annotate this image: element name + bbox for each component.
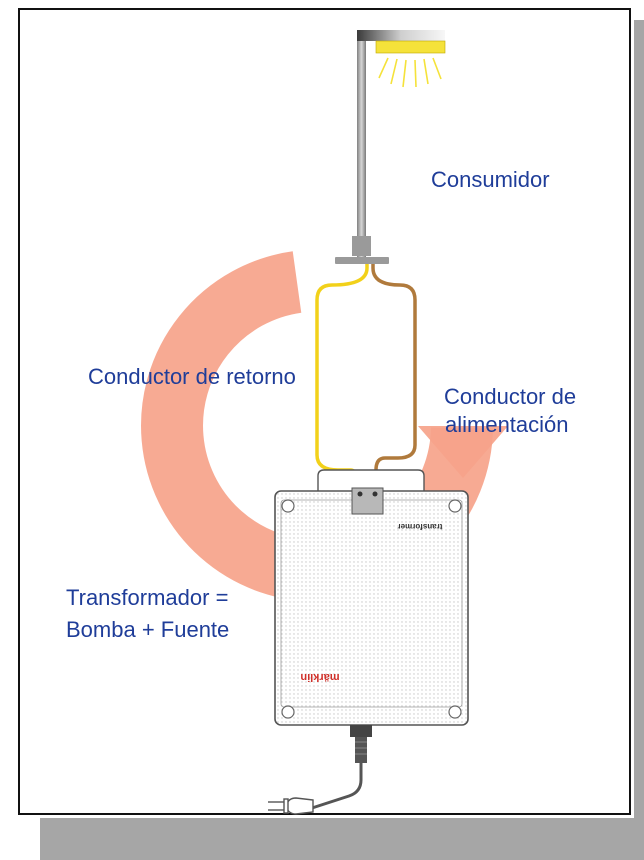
supply-conductor-label-line2: alimentación: [445, 412, 569, 437]
brand-logo: märklin: [300, 671, 339, 683]
supply-wire: [371, 262, 417, 492]
transformer-model-label: transformer: [398, 522, 443, 531]
transformer-label-line2: Bomba + Fuente: [66, 617, 230, 642]
return-conductor-label: Conductor de retorno: [88, 364, 296, 389]
frame-shadow-right: [634, 20, 644, 860]
consumer-label: Consumidor: [431, 167, 550, 192]
supply-conductor-label-line1: Conductor de: [444, 384, 577, 409]
power-cord: [311, 763, 363, 810]
frame-shadow-bottom: [40, 818, 644, 860]
plug-icon: [268, 797, 314, 815]
light-rays-icon: [378, 57, 442, 88]
transformer-label-line1: Transformador =: [66, 585, 229, 610]
transformer-icon: [274, 469, 469, 763]
return-wire: [315, 262, 369, 492]
lamp-icon: [335, 30, 446, 264]
